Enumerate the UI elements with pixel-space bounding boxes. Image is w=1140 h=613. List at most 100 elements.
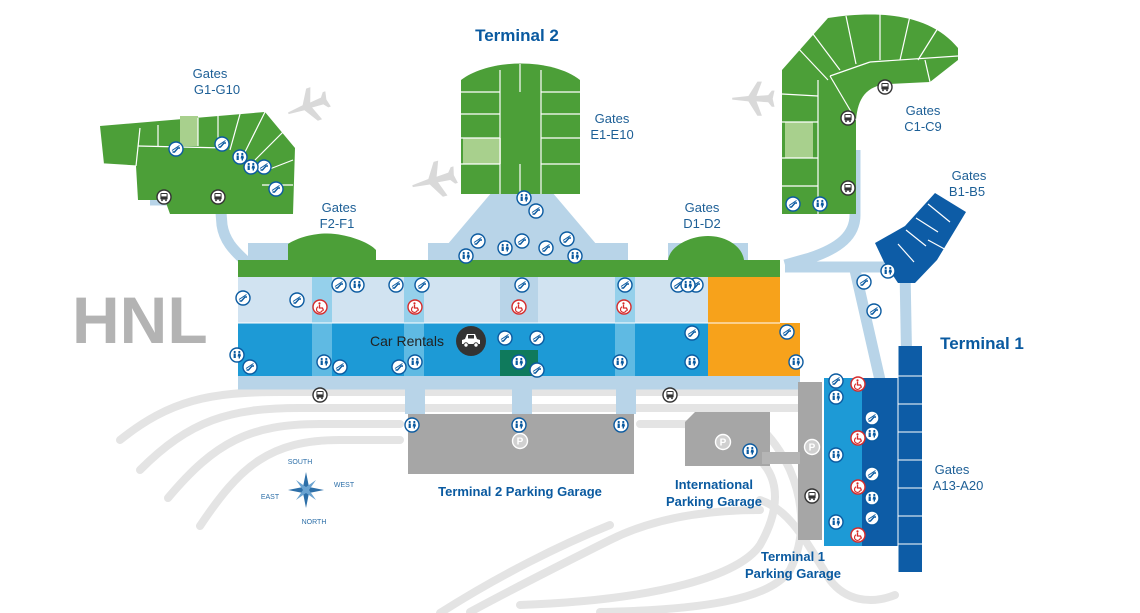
restroom-icon (828, 447, 844, 463)
gates-c-label: Gates C1-C9 (904, 103, 942, 134)
wheelchair-icon (850, 527, 866, 543)
gate-label-line2: B1-B5 (949, 184, 985, 199)
terminal-1-parking-label-2: Parking Garage (745, 566, 841, 581)
gates-a-label: Gates A13-A20 (933, 462, 984, 493)
airplane-icon (282, 82, 334, 130)
restroom-icon (516, 190, 532, 206)
terminal-2-parking-label: Terminal 2 Parking Garage (438, 484, 602, 499)
concourse-e (461, 63, 580, 194)
international-parking-label-1: International (675, 477, 753, 492)
orange-zone (708, 277, 780, 376)
gate-label-line1: Gates (935, 462, 970, 477)
gate-label-line2: F2-F1 (320, 216, 355, 231)
gates-e-label: Gates E1-E10 (590, 111, 633, 142)
gate-label-line1: Gates (952, 168, 987, 183)
restroom-icon (232, 149, 248, 165)
restroom-icon (458, 248, 474, 264)
escalator-icon (168, 141, 184, 157)
compass-north-label: NORTH (302, 519, 327, 526)
gates-d-label: Gates D1-D2 (683, 200, 721, 231)
wheelchair-icon (850, 479, 866, 495)
restroom-icon (613, 417, 629, 433)
compass-west-label: WEST (334, 482, 355, 489)
gate-label-line2: G1-G10 (194, 82, 240, 97)
restroom-icon (229, 347, 245, 363)
compass-rose-icon (288, 472, 324, 508)
international-parking-label-2: Parking Garage (666, 494, 762, 509)
restroom-icon (497, 240, 513, 256)
gate-label-line1: Gates (685, 200, 720, 215)
gate-label-line1: Gates (906, 103, 941, 118)
shuttle-bus-icon (877, 79, 893, 95)
gates-f-label: Gates F2-F1 (320, 200, 357, 231)
escalator-icon (864, 466, 880, 482)
restroom-icon (828, 514, 844, 530)
airplane-icon (407, 157, 461, 204)
escalator-icon (856, 274, 872, 290)
terminal-1-label: Terminal 1 (940, 334, 1024, 353)
gate-label-line1: Gates (322, 200, 357, 215)
wheelchair-icon (407, 299, 423, 315)
restroom-icon (684, 354, 700, 370)
parking-icon: P (714, 433, 732, 451)
map-title: HNL (72, 283, 208, 357)
restroom-icon (880, 263, 896, 279)
shuttle-bus-icon (840, 110, 856, 126)
escalator-icon (414, 277, 430, 293)
restroom-icon (567, 248, 583, 264)
escalator-icon (289, 292, 305, 308)
restroom-icon (680, 277, 696, 293)
terminal-1-parking-label-1: Terminal 1 (761, 549, 825, 564)
restroom-icon (828, 389, 844, 405)
international-parking-garage (685, 412, 800, 466)
gates-b-label: Gates B1-B5 (949, 168, 987, 199)
escalator-icon (864, 410, 880, 426)
parking-icon: P (511, 432, 529, 450)
garage-bridges (405, 384, 636, 414)
escalator-icon (559, 231, 575, 247)
gate-label-line1: Gates (193, 66, 228, 81)
shuttle-bus-icon (156, 189, 172, 205)
escalator-icon (684, 325, 700, 341)
parking-symbol: P (720, 438, 727, 449)
escalator-icon (332, 359, 348, 375)
concourse-g (100, 111, 295, 214)
gate-d-dome (668, 236, 744, 260)
gate-label-line2: A13-A20 (933, 478, 984, 493)
escalator-icon (388, 277, 404, 293)
parking-symbol: P (517, 437, 524, 448)
restroom-icon (612, 354, 628, 370)
escalator-icon (268, 181, 284, 197)
restroom-icon (812, 196, 828, 212)
wheelchair-icon (850, 376, 866, 392)
shuttle-bus-icon (312, 387, 328, 403)
restroom-icon (316, 354, 332, 370)
restroom-icon (788, 354, 804, 370)
gate-f-dome (288, 233, 376, 260)
airplane-icon (732, 81, 775, 116)
escalator-icon (828, 373, 844, 389)
restroom-icon (864, 490, 880, 506)
escalator-icon (331, 277, 347, 293)
escalator-icon (617, 277, 633, 293)
wheelchair-icon (616, 299, 632, 315)
escalator-icon (497, 330, 513, 346)
escalator-icon (514, 233, 530, 249)
restroom-icon (511, 417, 527, 433)
wheelchair-icon (511, 299, 527, 315)
restroom-icon (511, 354, 527, 370)
escalator-icon (470, 233, 486, 249)
gate-label-line2: C1-C9 (904, 119, 942, 134)
escalator-icon (779, 324, 795, 340)
restroom-icon (742, 443, 758, 459)
restroom-icon (243, 159, 259, 175)
gate-label-line2: D1-D2 (683, 216, 721, 231)
escalator-icon (214, 136, 230, 152)
escalator-icon (538, 240, 554, 256)
gates-g-label: Gates G1-G10 (193, 66, 240, 97)
gate-label-line1: Gates (595, 111, 630, 126)
terminal-2-label: Terminal 2 (475, 26, 559, 45)
escalator-icon (864, 510, 880, 526)
restroom-icon (349, 277, 365, 293)
